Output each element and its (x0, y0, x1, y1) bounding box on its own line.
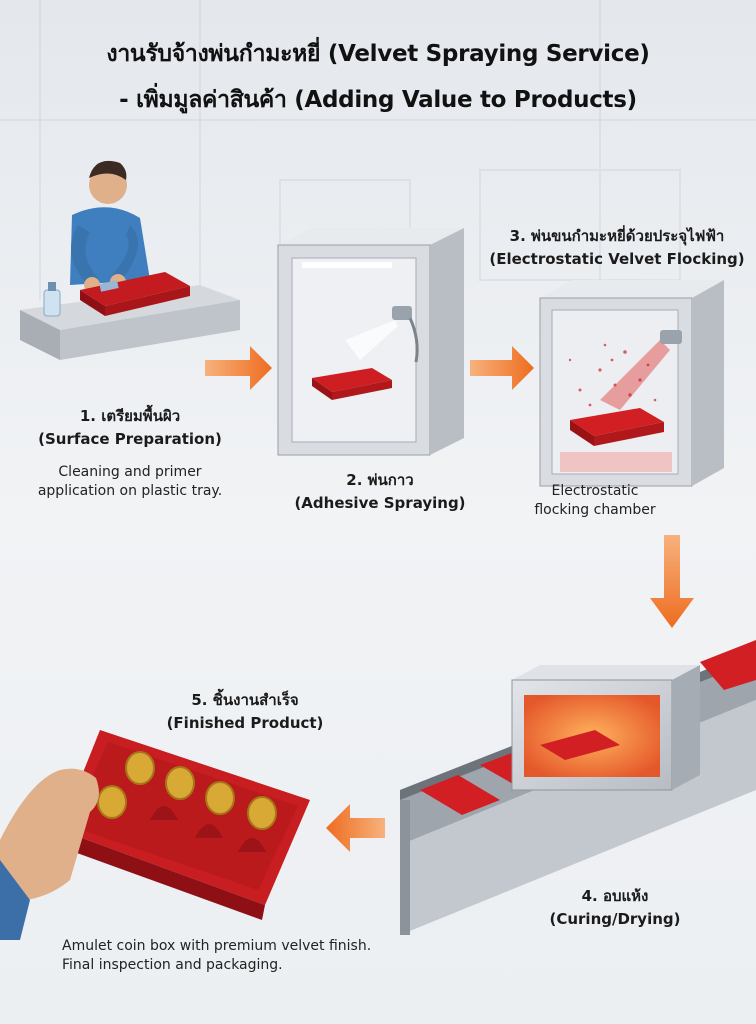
step-1-description: Cleaning and primer application on plast… (5, 463, 255, 501)
step-5-label: 5. ชิ้นงานสำเร็จ (Finished Product) (150, 688, 340, 732)
footer-note-line-2: Final inspection and packaging. (62, 957, 283, 973)
arrow-3-to-4 (650, 535, 694, 628)
step-1-desc-line-2: application on plastic tray. (37, 483, 223, 499)
page-subtitle: - เพิ่มมูลค่าสินค้า (Adding Value to Pro… (119, 87, 637, 113)
step-1-label: 1. เตรียมพื้นผิว (Surface Preparation) (30, 404, 230, 448)
step-5-title-th: 5. ชิ้นงานสำเร็จ (191, 691, 299, 709)
flocking-chamber (539, 280, 724, 487)
arrow-2-to-3 (470, 346, 534, 390)
arrow-4-to-5 (326, 804, 385, 852)
step-1-title-en: (Surface Preparation) (38, 430, 222, 448)
adhesive-booth (277, 228, 464, 456)
step-2-title-th: 2. พ่นกาว (346, 471, 414, 489)
footer-note-line-1: Amulet coin box with premium velvet fini… (62, 938, 372, 954)
curing-conveyor (400, 640, 756, 935)
step-2-label: 2. พ่นกาว (Adhesive Spraying) (270, 468, 490, 512)
step-4-title-th: 4. อบแห้ง (581, 887, 649, 905)
finished-tray (0, 730, 310, 940)
step-3-label: 3. พ่นขนกำมะหยี่ด้วยประจุไฟฟ้า (Electros… (486, 224, 748, 268)
step-3-title-th: 3. พ่นขนกำมะหยี่ด้วยประจุไฟฟ้า (509, 227, 725, 245)
step-1-title-th: 1. เตรียมพื้นผิว (79, 407, 181, 425)
step-3-description: Electrostatic flocking chamber (510, 482, 680, 520)
step-5-title-en: (Finished Product) (166, 714, 324, 732)
step-4-label: 4. อบแห้ง (Curing/Drying) (530, 884, 700, 928)
page-title: งานรับจ้างพ่นกำมะหยี่ (Velvet Spraying S… (106, 41, 650, 67)
step-3-desc-line-2: flocking chamber (534, 502, 656, 518)
step-2-title-en: (Adhesive Spraying) (294, 494, 466, 512)
step-1-desc-line-1: Cleaning and primer (58, 464, 202, 480)
step-4-title-en: (Curing/Drying) (549, 910, 681, 928)
step-3-title-en: (Electrostatic Velvet Flocking) (489, 250, 745, 268)
footer-note: Amulet coin box with premium velvet fini… (62, 937, 482, 975)
worker-table (20, 160, 240, 360)
arrow-1-to-2 (205, 346, 272, 390)
step-3-desc-line-1: Electrostatic (551, 483, 639, 499)
